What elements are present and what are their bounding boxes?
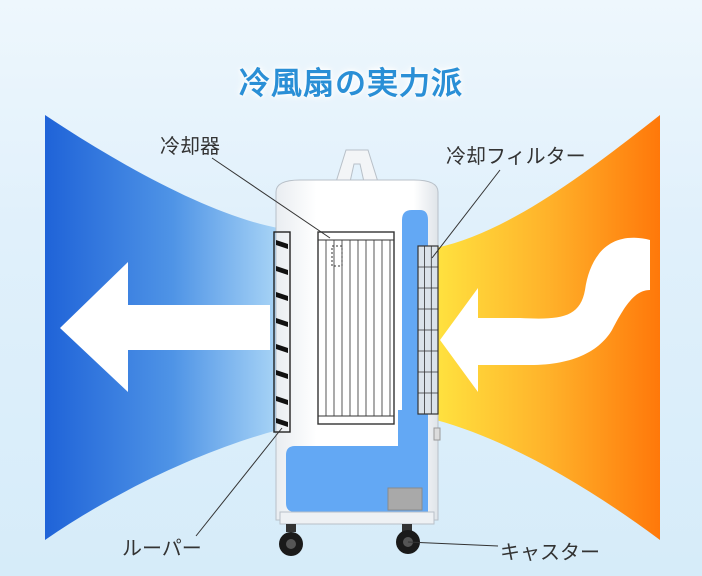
cooling-element — [317, 231, 395, 425]
tank-connector — [398, 410, 406, 450]
page-title: 冷風扇の実力派 — [239, 66, 463, 102]
unit-base — [279, 511, 435, 525]
leader-line-caster — [407, 541, 499, 547]
cooler-pack-marker — [331, 245, 343, 267]
label-cooling-filter: 冷却フィルター — [446, 144, 586, 168]
carry-handle — [335, 149, 379, 183]
caster-right — [396, 524, 420, 554]
air-cooler-unit — [273, 149, 441, 556]
label-louver: ルーパー — [122, 536, 202, 560]
caster-left — [279, 524, 303, 556]
label-cooler: 冷却器 — [160, 134, 220, 158]
label-caster: キャスター — [500, 540, 600, 564]
drain-cap — [387, 487, 423, 511]
leader-line-cooler — [211, 157, 331, 239]
louver — [273, 231, 291, 433]
leader-line-filter — [431, 169, 501, 259]
leader-line-louver — [195, 427, 283, 537]
warm-air-arrow — [440, 237, 650, 392]
cold-air-arrow — [60, 262, 270, 392]
cooling-filter — [417, 245, 439, 415]
side-knob — [433, 427, 441, 441]
